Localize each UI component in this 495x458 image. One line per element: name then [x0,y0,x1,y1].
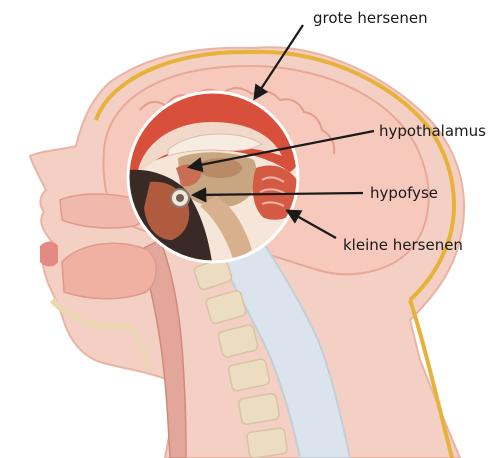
lips [40,242,58,267]
label-kleine-hersenen: kleine hersenen [343,238,463,253]
label-grote-hersenen: grote hersenen [313,11,428,26]
label-hypothalamus: hypothalamus [379,124,486,139]
pituitary-core [176,194,184,202]
tongue [62,243,156,299]
label-hypofyse: hypofyse [370,186,438,201]
